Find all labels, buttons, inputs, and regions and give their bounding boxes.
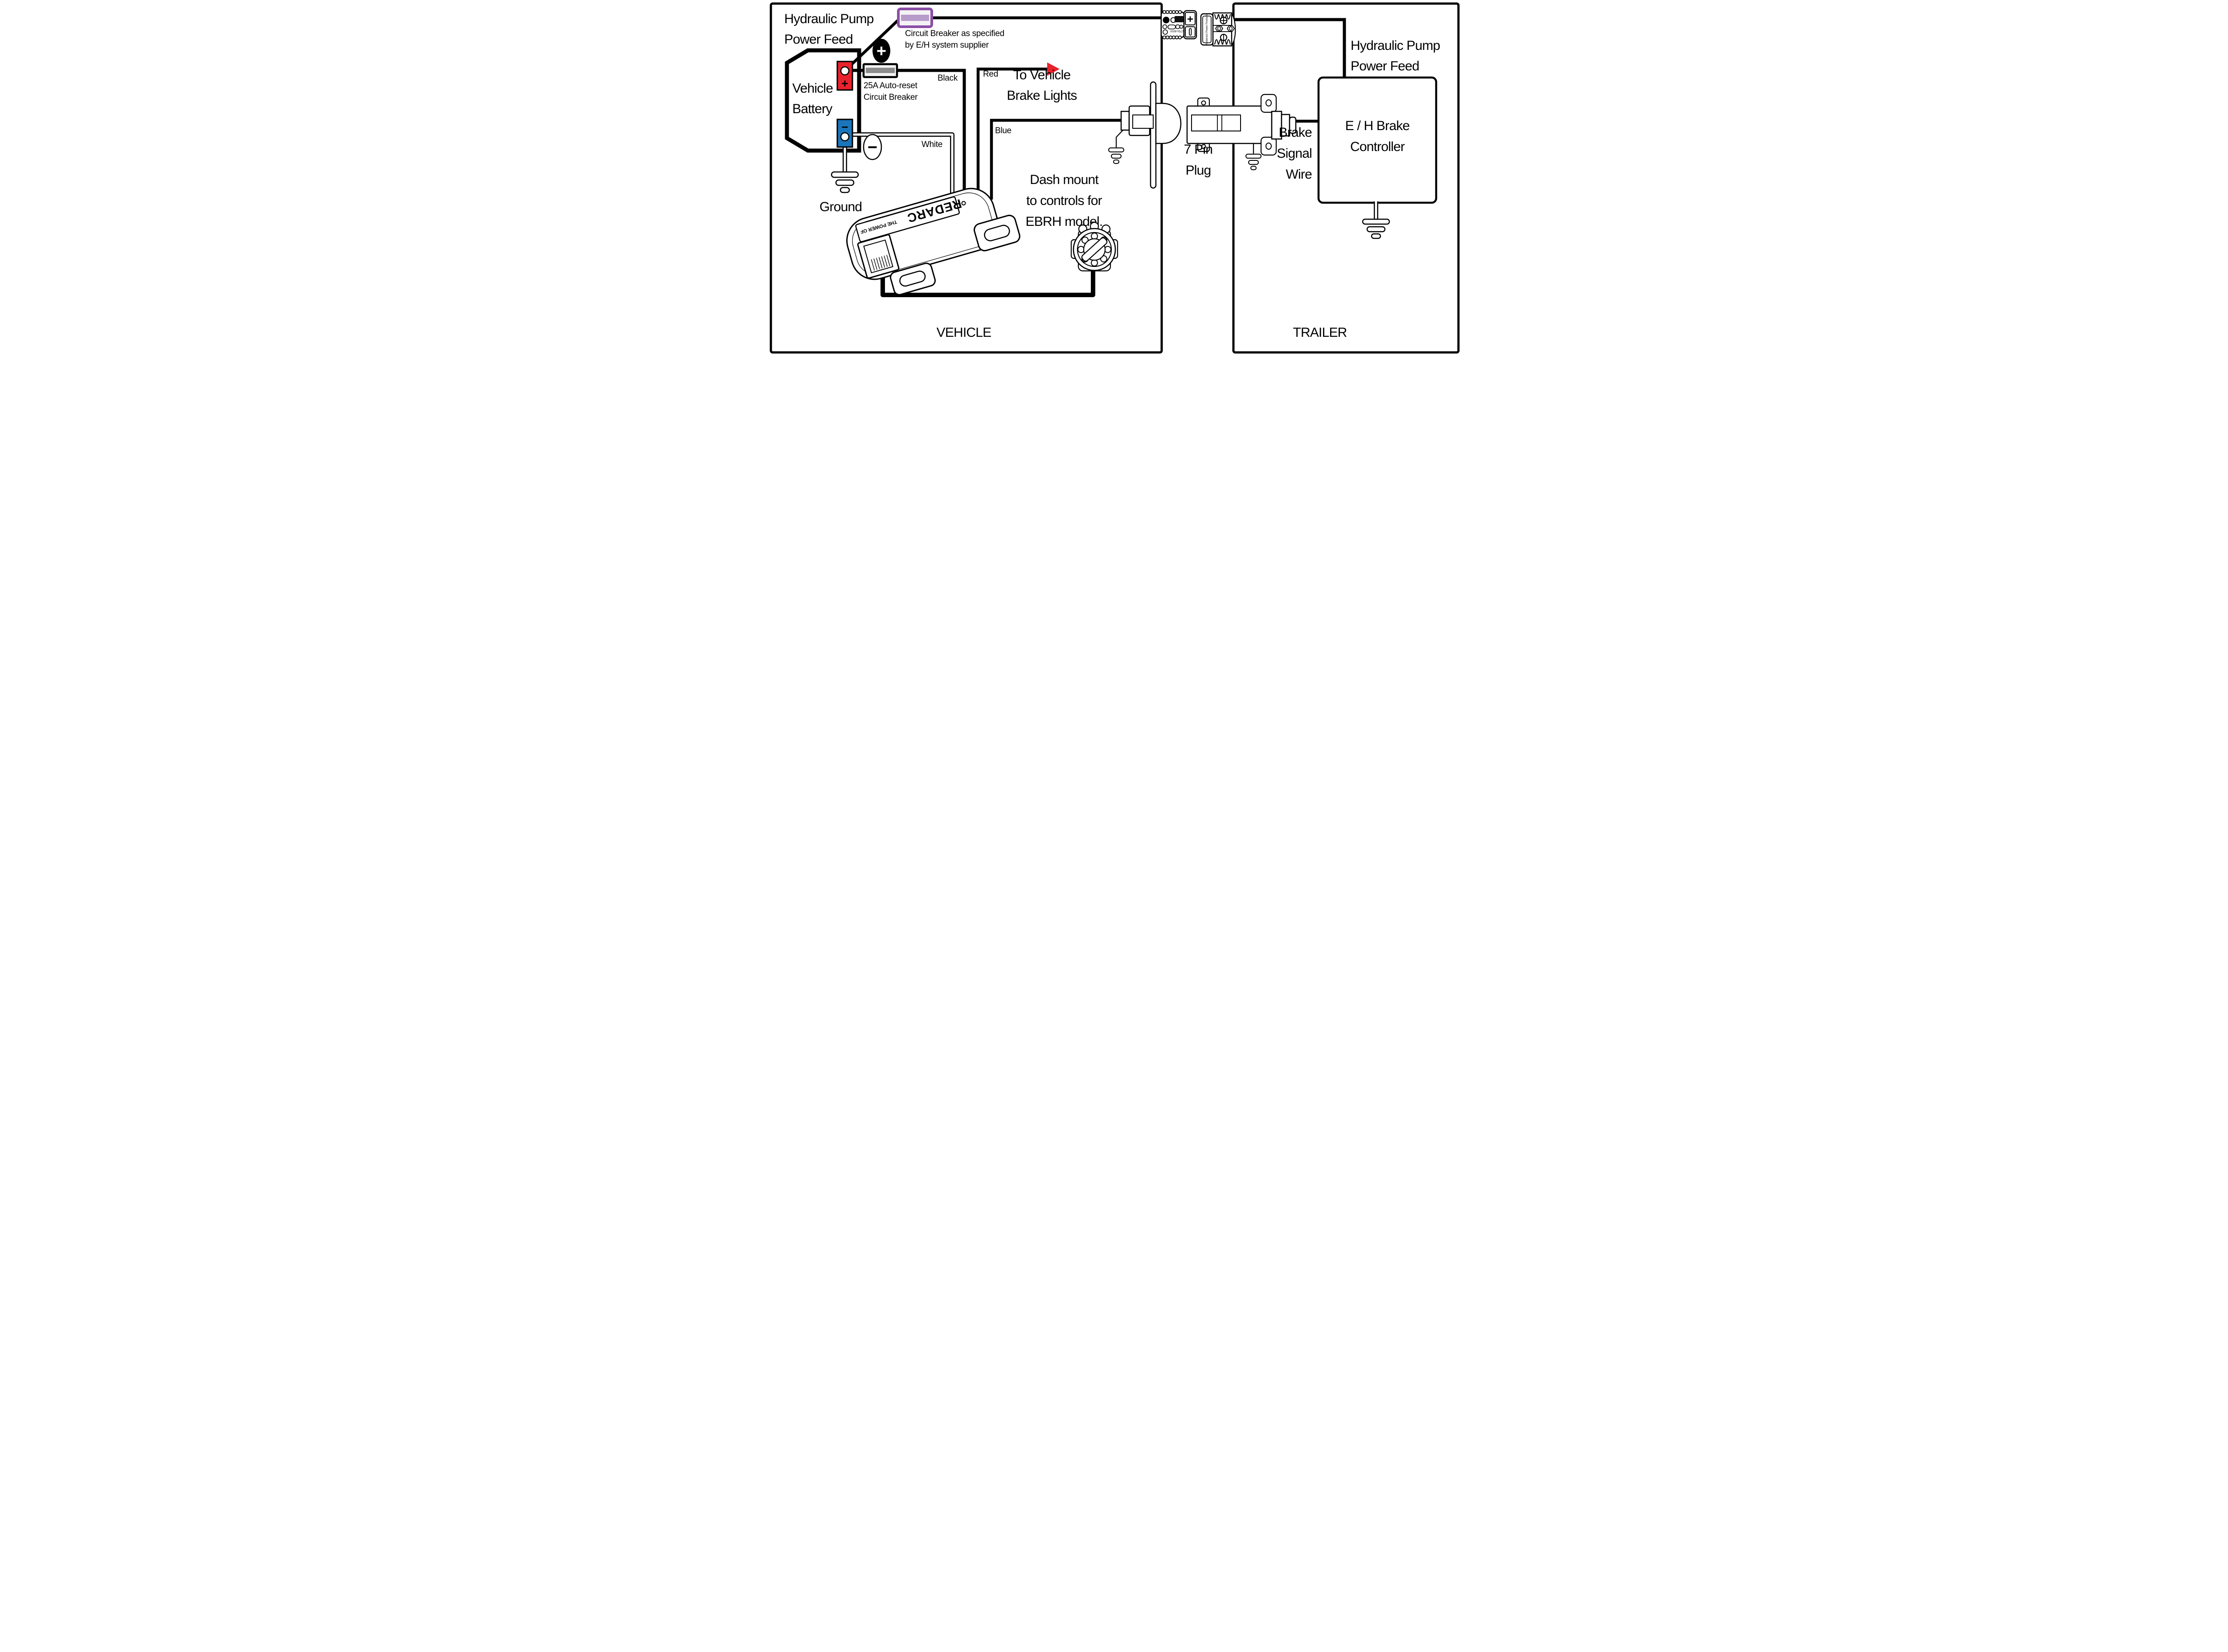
slotted-screw-icon	[1220, 33, 1228, 41]
eh-controller-line2: Controller	[1350, 139, 1405, 154]
seven-pin-label-line2: Plug	[1186, 163, 1211, 178]
eh-circuit-breaker-band	[901, 15, 929, 21]
anderson-trailer-cap: Anderson Power Products	[1200, 13, 1214, 46]
black-wire-controller-to-dash	[881, 267, 1095, 297]
eh-circuit-breaker	[897, 8, 933, 28]
vehicle-plug-mount-plate	[1150, 81, 1157, 189]
battery-ground-icon	[831, 171, 859, 193]
vehicle-plug-tongue	[1132, 114, 1154, 129]
eh-controller-line1: E / H Brake	[1345, 119, 1410, 133]
mirrored-label-block	[1175, 16, 1184, 22]
brake-signal-line2: Signal	[1277, 146, 1312, 161]
auto-reset-label-line2: Circuit Breaker	[864, 93, 918, 102]
anderson-vehicle-bumps	[1162, 10, 1182, 40]
battery-label-line1: Vehicle	[792, 81, 833, 96]
positive-terminal-sign: +	[841, 77, 848, 90]
hydraulic-left-line2: Power Feed	[784, 32, 853, 47]
minus-badge-icon: −	[863, 134, 882, 160]
flange-slot-icon-2	[899, 270, 926, 287]
anderson-connector-trailer: Anderson Power Products	[1200, 12, 1236, 47]
cb-spec-line1: Circuit Breaker as specified	[905, 29, 1004, 38]
device-led-icon	[961, 201, 966, 206]
mounting-flange-right	[974, 214, 1020, 252]
vehicle-plug-ground-icon	[1108, 147, 1124, 164]
battery-positive-terminal: +	[836, 61, 853, 91]
dash-control-knob	[1070, 221, 1118, 272]
red-brake-light-wire	[976, 67, 1047, 200]
knob-slot-icon	[1081, 237, 1108, 262]
seven-pin-plug-vehicle-side	[1108, 81, 1182, 189]
negative-terminal-sign: −	[841, 120, 848, 134]
blue-wire-label: Blue	[995, 126, 1012, 135]
trailer-section-box	[1232, 2, 1460, 354]
phillips-screw-icon	[1220, 16, 1228, 25]
ground-label: Ground	[819, 200, 862, 214]
hydraulic-feed-wire-purple	[844, 16, 1164, 72]
positive-terminal-hole-icon	[840, 66, 850, 76]
dash-mount-line1: Dash mount	[1030, 172, 1099, 187]
auto-reset-label-line1: 25A Auto-reset	[864, 81, 917, 90]
negative-slot-icon	[1189, 28, 1192, 36]
vehicle-section-box	[770, 2, 1163, 354]
vehicle-section-label: VEHICLE	[937, 325, 991, 340]
wiring-diagram-page: VEHICLE TRAILER Vehicle Battery Circuit …	[765, 0, 1463, 355]
brake-lights-label-line1: To Vehicle	[1013, 68, 1071, 82]
battery-negative-terminal: −	[836, 119, 853, 148]
battery-label-line2: Battery	[792, 102, 832, 116]
hex-nut-icon-left	[1215, 25, 1224, 32]
controller-ground-icon	[1362, 218, 1390, 239]
black-wire-to-trailer-controller	[1233, 18, 1346, 79]
black-wire-label: Black	[938, 74, 958, 83]
auto-reset-breaker	[862, 63, 898, 78]
white-wire-label: White	[922, 140, 942, 149]
anderson-brand-text: Anderson Power Products	[1206, 14, 1208, 45]
vehicle-plug-dome	[1155, 102, 1182, 144]
cb-spec-line2: by E/H system supplier	[905, 41, 989, 50]
hex-nut-icon-right	[1226, 25, 1235, 32]
hydraulic-left-line1: Hydraulic Pump	[784, 12, 874, 26]
svg-text:−: −	[868, 138, 877, 157]
auto-reset-breaker-band	[866, 68, 895, 73]
spring-fins-bottom	[1214, 39, 1231, 45]
rj45-port-icon	[857, 234, 900, 279]
redarc-brake-controller-device: REDARC THE POWER OF	[846, 188, 1020, 295]
plus-badge-icon: +	[872, 39, 890, 63]
brake-lights-label-line2: Brake Lights	[1007, 88, 1077, 103]
anderson-vehicle-cap: +	[1183, 10, 1197, 40]
sb-rating-text: SB 175A-600V	[1170, 29, 1188, 32]
brake-signal-line3: Wire	[1286, 167, 1312, 182]
seven-pin-label-line1: 7 Pin	[1184, 142, 1212, 157]
brake-controller-wiring-diagram: VEHICLE TRAILER Vehicle Battery Circuit …	[765, 0, 1463, 355]
seven-pin-plug-trailer-side	[1186, 94, 1297, 170]
hydraulic-right-line2: Power Feed	[1351, 59, 1419, 74]
mounting-flange-bottom	[890, 262, 936, 295]
svg-text:+: +	[876, 42, 886, 61]
vehicle-plug-ground-wire	[1115, 129, 1124, 148]
flange-slot-icon	[984, 225, 1010, 241]
red-wire-label: Red	[983, 70, 998, 79]
hydraulic-right-line1: Hydraulic Pump	[1351, 38, 1440, 53]
anderson-plus-sign: +	[1187, 13, 1193, 25]
brake-signal-line1: Brake	[1279, 125, 1312, 140]
dash-mount-line2: to controls for	[1026, 193, 1102, 208]
trailer-plug-ground-icon	[1245, 154, 1261, 170]
anderson-connector-vehicle: SB 175A-600V +	[1160, 10, 1197, 40]
wire-entry-dot-icon	[1163, 16, 1170, 24]
red-arrow-icon	[1047, 62, 1060, 76]
trailer-section-label: TRAILER	[1293, 325, 1347, 340]
negative-terminal-hole-icon	[840, 132, 850, 142]
blue-brake-signal-wire-vehicle	[990, 119, 1125, 200]
